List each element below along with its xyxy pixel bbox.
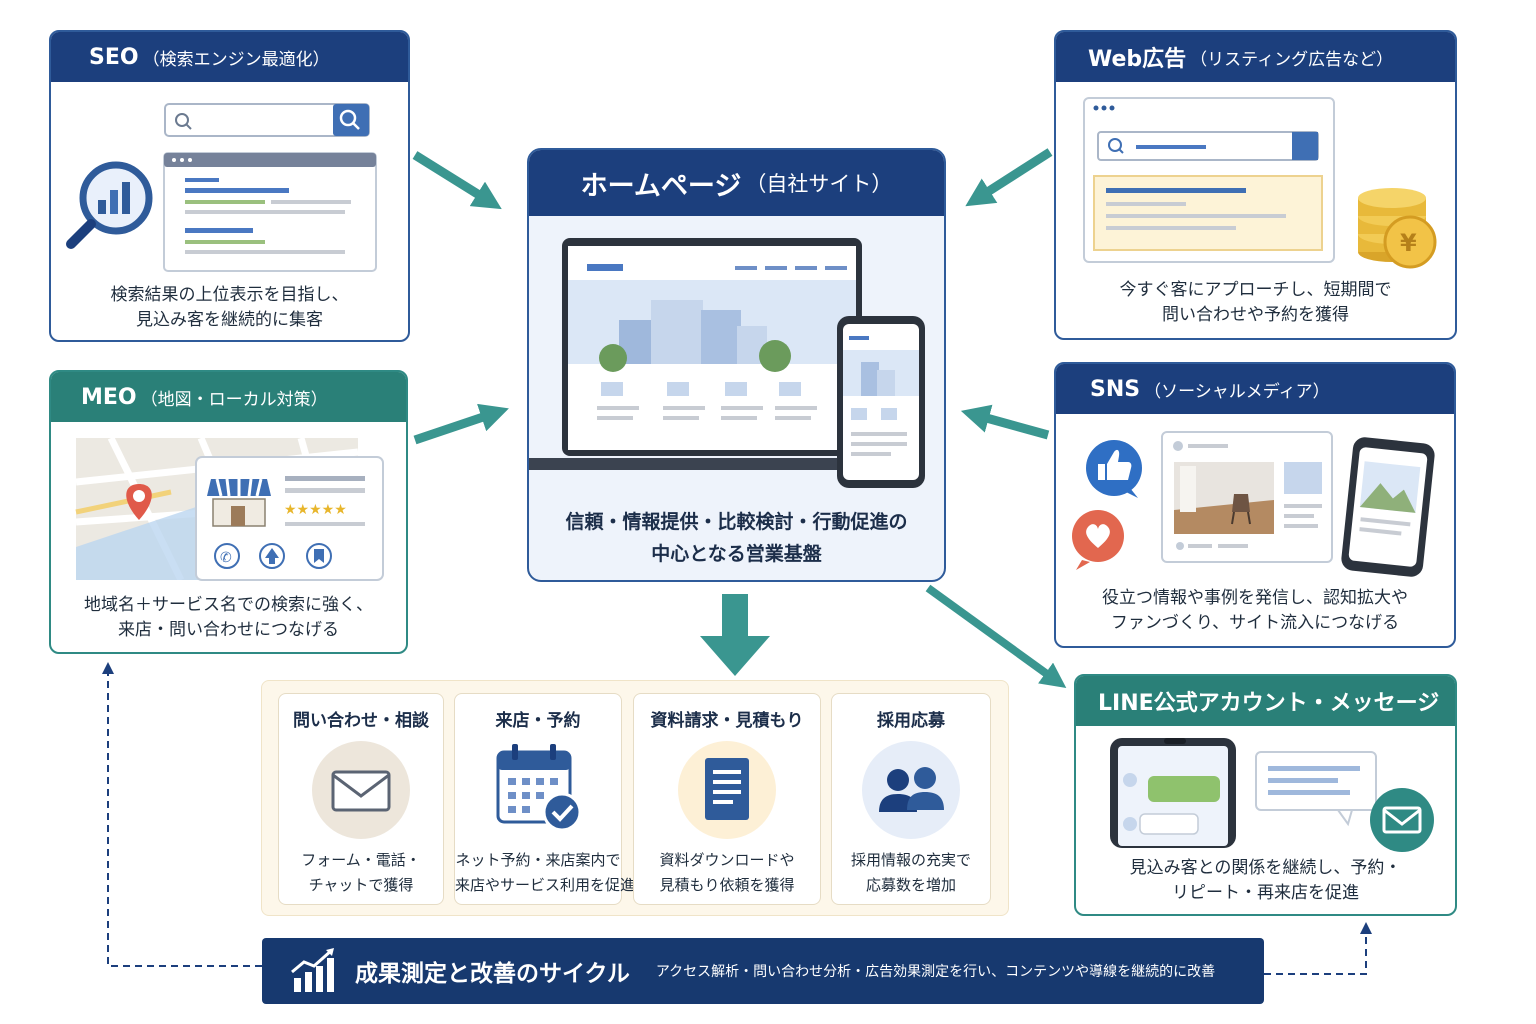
smartphone-icon (837, 316, 925, 488)
laptop-icon (529, 238, 875, 470)
rating-stars-icon: ★★★★★ (284, 502, 347, 518)
meo-description: 地域名＋サービス名での検索に強く、 来店・問い合わせにつなげる (84, 595, 373, 640)
calendar-check-icon (496, 744, 582, 832)
chat-smartphone-icon (1110, 738, 1236, 848)
channel-title: 資料請求・見積もり (650, 711, 804, 731)
homepage-panel: ホームページ （自社サイト） (527, 148, 946, 582)
web-ad-header: Web広告 （リスティング広告など） (1056, 32, 1455, 82)
arrow-seo-to-home (412, 151, 502, 210)
feedback-arrow-left (102, 662, 262, 967)
channel-description: ネット予約・来店案内で 来店やサービス利用を促進 (455, 851, 636, 894)
web-ad-illustration: ¥ (1083, 97, 1437, 269)
sns-description: 役立つ情報や事例を発信し、認知拡大や ファンづくり、サイト流入につなげる (1102, 588, 1408, 633)
seo-title: SEO (89, 44, 139, 70)
line-description: 見込み客との関係を継続し、予約・ リピート・再来店を促進 (1129, 858, 1402, 903)
meo-header: MEO （地図・ローカル対策） (51, 372, 406, 422)
coins-yen-icon: ¥ (1358, 188, 1437, 269)
sns-panel: SNS （ソーシャルメディア） (1054, 362, 1456, 648)
channel-description: 採用情報の充実で 応募数を増加 (850, 851, 971, 894)
channel-title: 来店・予約 (495, 711, 581, 731)
mail-icon (312, 741, 410, 839)
seo-header: SEO （検索エンジン最適化） (51, 32, 408, 82)
sns-header: SNS （ソーシャルメディア） (1056, 364, 1454, 414)
seo-panel: SEO （検索エンジン最適化） 検索結果の上位表示を目指し、 見込み客を継続的に… (49, 30, 410, 342)
web-ad-title: Web広告 (1088, 47, 1187, 72)
storefront-icon (207, 478, 271, 527)
homepage-illustration (529, 238, 925, 488)
line-panel: LINE公式アカウント・メッセージ 見込み客との関係を継続し、予約・ リピート・… (1074, 674, 1457, 916)
ad-slot-highlight (1093, 175, 1323, 251)
arrow-meo-to-home (413, 403, 509, 445)
cycle-description: アクセス解析・問い合わせ分析・広告効果測定を行い、コンテンツや導線を継続的に改善 (655, 964, 1216, 980)
document-icon (678, 741, 776, 839)
feedback-arrow-right (1264, 922, 1372, 975)
arrow-webad-to-home (965, 148, 1053, 207)
channel-description: フォーム・電話・ チャットで獲得 (301, 851, 421, 894)
seo-illustration (66, 103, 377, 272)
channel-card-recruitment: 採用応募 採用情報の充実で 応募数を増加 (831, 693, 991, 905)
homepage-description: 信頼・情報提供・比較検討・行動促進の 中心となる営業基盤 (565, 511, 908, 565)
channel-card-reservation: 来店・予約 ネット予約・来店案内で 来店やサービス利用を促進 (454, 693, 636, 905)
channel-card-inquiry: 問い合わせ・相談 フォーム・電話・ チャットで獲得 (278, 693, 444, 905)
seo-subtitle: （検索エンジン最適化） (142, 49, 330, 70)
meo-panel: MEO （地図・ローカル対策） ★★★★★ ✆ (49, 370, 408, 654)
sns-subtitle: （ソーシャルメディア） (1144, 381, 1330, 402)
svg-text:¥: ¥ (1400, 229, 1417, 257)
magnifier-chart-icon (66, 161, 153, 249)
sns-title: SNS (1090, 376, 1141, 402)
line-header: LINE公式アカウント・メッセージ (1076, 676, 1455, 726)
sns-illustration (1072, 431, 1435, 577)
homepage-subtitle: （自社サイト） (745, 172, 893, 196)
svg-text:✆: ✆ (220, 550, 232, 566)
arrow-home-to-line (925, 584, 1067, 689)
channel-title: 問い合わせ・相談 (293, 711, 429, 731)
line-illustration (1110, 738, 1434, 852)
line-title: LINE公式アカウント・メッセージ (1098, 691, 1440, 716)
web-ad-description: 今すぐ客にアプローチし、短期間で 問い合わせや予約を獲得 (1119, 280, 1392, 325)
cycle-title: 成果測定と改善のサイクル (355, 961, 630, 987)
location-pin-icon (126, 484, 152, 520)
web-ad-panel: Web広告 （リスティング広告など） ¥ 今すぐ客にアプローチし、短期間で 問い… (1054, 30, 1457, 340)
homepage-title: ホームページ (580, 170, 742, 202)
channel-description: 資料ダウンロードや 見積もり依頼を獲得 (659, 851, 795, 894)
channel-card-documents: 資料請求・見積もり 資料ダウンロードや 見積もり依頼を獲得 (633, 693, 821, 905)
arrow-sns-to-home (960, 404, 1050, 440)
improvement-cycle-bar: 成果測定と改善のサイクル アクセス解析・問い合わせ分析・広告効果測定を行い、コン… (262, 938, 1264, 1004)
heart-icon (1072, 510, 1124, 570)
meo-title: MEO (81, 384, 137, 410)
bookmark-button-icon (306, 543, 332, 569)
meo-illustration: ★★★★★ ✆ (75, 436, 384, 582)
message-bubble-icon (1255, 751, 1377, 827)
meo-subtitle: （地図・ローカル対策） (140, 389, 328, 410)
homepage-header: ホームページ （自社サイト） (529, 150, 944, 216)
people-icon (862, 741, 960, 839)
arrow-home-to-channels (700, 594, 770, 676)
bar-chart-icon (291, 948, 334, 992)
room-photo-icon (1174, 462, 1274, 534)
web-ad-subtitle: （リスティング広告など） (1190, 49, 1394, 70)
thumbs-up-icon (1086, 440, 1142, 498)
channel-title: 採用応募 (877, 711, 945, 731)
sns-smartphone-icon (1341, 437, 1435, 577)
line-mail-icon (1370, 788, 1434, 852)
conversion-channels: 問い合わせ・相談 フォーム・電話・ チャットで獲得 来店・予約 ネット予約・来店… (261, 680, 1009, 916)
directions-button-icon (259, 543, 285, 569)
seo-description: 検索結果の上位表示を目指し、 見込み客を継続的に集客 (110, 285, 349, 330)
phone-button-icon: ✆ (214, 543, 240, 569)
